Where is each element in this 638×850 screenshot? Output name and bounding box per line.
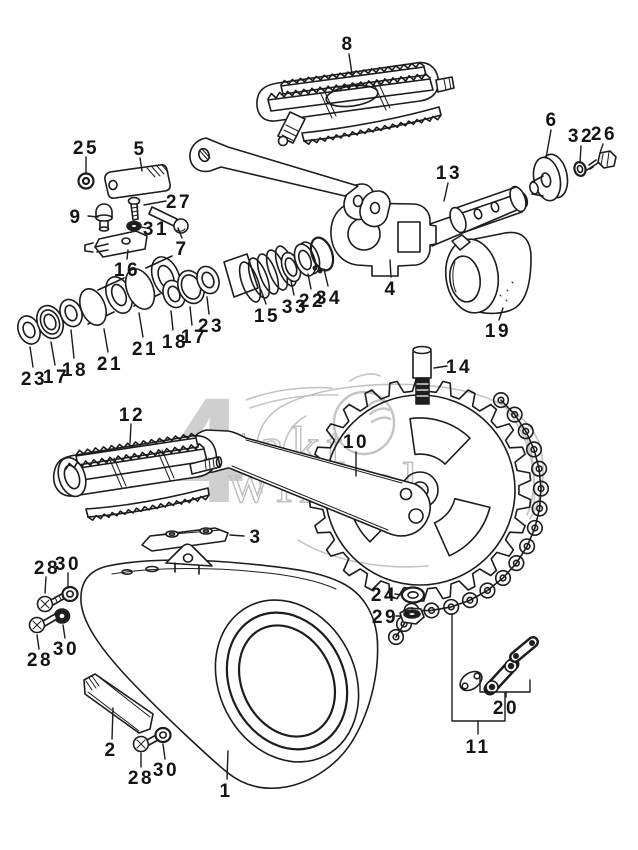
part-label-26: 26 [591,124,617,145]
spring-and-washers [223,236,335,303]
leader-line-17 [189,306,193,326]
part-label-10: 10 [343,432,369,453]
leader-line-21 [103,328,109,353]
leader-line-18 [170,310,174,331]
part-label-14: 14 [446,357,472,378]
part-label-27: 27 [166,192,192,213]
part-label-17: 17 [43,367,69,388]
leader-line-17 [50,341,56,366]
part-label-23: 23 [21,369,47,390]
leader-line-30 [162,743,166,760]
part-label-32: 32 [568,126,594,147]
part-label-16: 16 [114,260,140,281]
leader-line-31 [140,226,147,229]
part-label-25: 25 [73,138,99,159]
part-label-18: 18 [162,332,188,353]
part-label-28: 28 [27,650,53,671]
drum-roller [444,231,532,315]
leader-line-33 [290,280,295,296]
part-label-12: 12 [119,405,145,426]
part-label-3: 3 [249,527,262,548]
leader-line-8 [348,53,353,75]
pedal-bar-hardware [77,164,189,258]
guard-screws-left [28,585,79,634]
leader-line-24 [394,593,402,596]
leader-line-9 [87,215,99,218]
part-label-2: 2 [104,740,117,761]
part-label-34: 34 [316,288,342,309]
flange-collar-and-bolt [529,150,617,202]
part-label-30: 30 [153,760,179,781]
leader-line-12 [129,423,132,444]
leader-line-26 [599,143,604,154]
part-label-30: 30 [55,554,81,575]
pedal-left [52,434,223,518]
part-label-31: 31 [143,219,169,240]
tension-bolt [412,345,432,405]
part-label-5: 5 [133,139,146,160]
leader-line-23 [29,346,34,368]
drive-chain [387,391,550,646]
pedal-serrations [65,61,442,521]
part-label-17: 17 [181,327,207,348]
setting-plate [141,527,229,552]
leader-line-5 [139,157,143,172]
leader-line-4 [389,259,392,278]
part-label-8: 8 [341,34,354,55]
part-label-28: 28 [34,558,60,579]
part-label-1: 1 [219,781,232,802]
leader-line-16 [126,249,129,260]
leader-line-13 [443,182,449,202]
chain-master-link [459,636,539,696]
part-label-4: 4 [384,279,397,300]
chain-guard [80,543,379,789]
leader-line-3 [229,534,245,537]
part-label-15: 15 [254,306,280,327]
leader-line-27 [143,200,167,206]
leader-line-6 [545,129,552,159]
part-label-24: 24 [371,585,397,606]
part-label-21: 21 [132,339,158,360]
leader-line-28 [36,634,40,650]
leader-line-32 [579,145,582,164]
guard-screws-bottom [132,726,172,753]
bushing-and-seal-set [17,255,220,345]
part-label-33: 33 [282,297,308,318]
leader-line-15 [260,289,267,305]
part-label-30: 30 [53,639,79,660]
leader-line-7 [177,227,183,239]
part-label-6: 6 [545,110,558,131]
leader-line-18 [70,329,75,359]
part-label-23: 23 [198,316,224,337]
leader-line-28 [44,576,47,594]
leader-line-30 [62,624,66,639]
leader-line-2 [111,707,114,740]
part-label-29: 29 [372,607,398,628]
watermark-logo-circle [332,390,396,456]
leader-line-1 [226,750,229,780]
part-label-18: 18 [62,360,88,381]
washer-and-nut [399,586,426,625]
part-label-21: 21 [97,354,123,375]
leader-line-23 [206,296,210,315]
part-label-20: 20 [493,698,519,719]
leader-line-22 [307,273,312,290]
part-label-28: 28 [128,768,154,789]
leader-line-21 [138,312,144,338]
leader-line-34 [323,268,329,287]
part-label-13: 13 [436,163,462,184]
part-label-11: 11 [465,737,490,758]
part-label-9: 9 [69,207,82,228]
pedal-shaft-and-arm [189,137,529,277]
leader-line-19 [498,307,504,321]
part-label-22: 22 [299,291,325,312]
part-label-19: 19 [485,321,511,342]
leader-line-14 [433,365,448,369]
part-label-7: 7 [175,239,188,260]
